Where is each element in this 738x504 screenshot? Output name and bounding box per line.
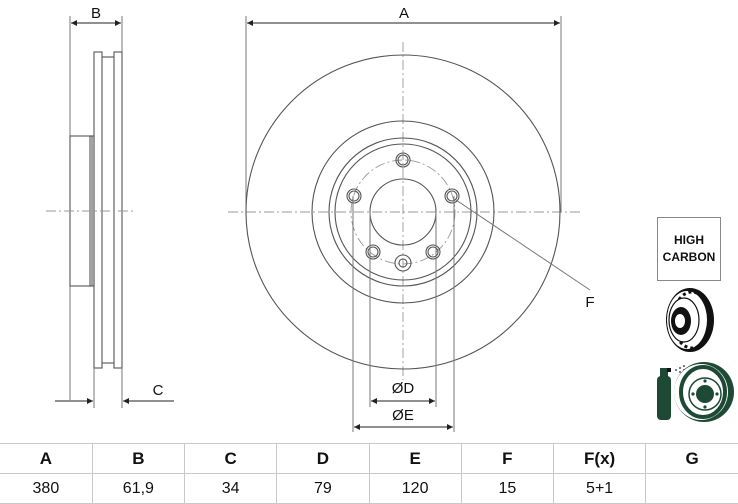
high-carbon-line2: CARBON: [662, 250, 716, 264]
spec-header-row: A B C D E F F(x) G: [0, 443, 738, 474]
vented-disc-icon: [666, 288, 714, 352]
spec-header-g: G: [645, 443, 738, 474]
spec-value-c: 34: [183, 473, 278, 504]
spec-header-b: B: [91, 443, 186, 474]
spec-header-c: C: [183, 443, 278, 474]
dim-label-d: ØD: [392, 380, 415, 397]
brake-disc-technical-drawing: B C A: [46, 5, 734, 432]
coated-disc-spray-icon: [657, 362, 734, 422]
dim-label-b: B: [91, 5, 101, 22]
spec-table: A B C D E F F(x) G 380 61,9 34 79 120 15…: [0, 443, 738, 504]
spec-value-d: 79: [276, 473, 370, 504]
bolt-holes: [346, 152, 460, 272]
high-carbon-line1: HIGH: [674, 233, 704, 247]
side-view: B C: [46, 5, 174, 408]
spec-header-e: E: [368, 443, 462, 474]
dim-label-e: ØE: [392, 407, 414, 424]
spec-header-d: D: [276, 443, 370, 474]
spec-value-e: 120: [368, 473, 462, 504]
spec-header-f: F: [460, 443, 555, 474]
spec-header-fx: F(x): [552, 443, 647, 474]
spec-value-b: 61,9: [91, 473, 186, 504]
dim-label-f: F: [585, 294, 594, 311]
spec-header-a: A: [0, 443, 93, 474]
spec-value-fx: 5+1: [552, 473, 647, 504]
spec-value-f: 15: [460, 473, 555, 504]
dim-label-a: A: [399, 5, 409, 22]
dim-label-c: C: [153, 382, 164, 399]
spec-value-g: [645, 473, 738, 504]
front-view: A F ØD ØE: [228, 5, 595, 432]
high-carbon-badge: HIGH CARBON: [657, 217, 721, 281]
spec-value-a: 380: [0, 473, 93, 504]
spec-value-row: 380 61,9 34 79 120 15 5+1: [0, 473, 738, 504]
